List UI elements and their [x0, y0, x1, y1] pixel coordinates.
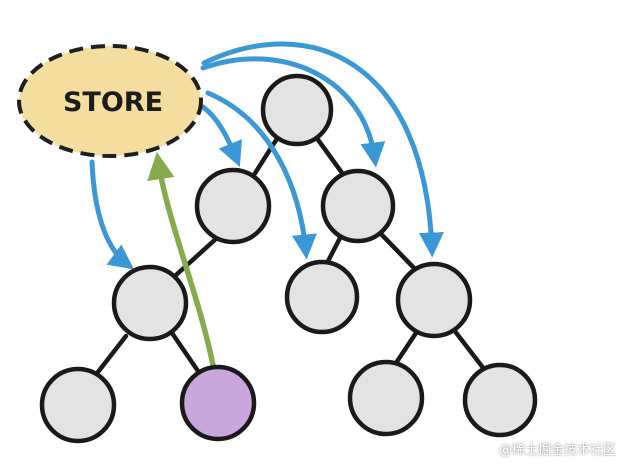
edge-leftleft-leaf2	[169, 330, 203, 377]
edge-right-rightright	[379, 232, 417, 271]
node-leaf-3	[347, 359, 425, 437]
edge-leftleft-leaf1	[95, 333, 129, 375]
arrow-store-to-node-left	[89, 159, 135, 270]
store-shape	[17, 44, 203, 158]
node-level2-mid	[284, 259, 360, 335]
node-leaf-4	[462, 362, 538, 438]
node-level1-left	[194, 167, 272, 245]
arrow-store-to-node-mid	[205, 90, 317, 260]
edge-left-leftleft	[173, 234, 221, 278]
edge-root-right	[313, 134, 348, 180]
node-level1-right	[320, 168, 396, 244]
node-level2-left	[111, 264, 189, 342]
node-root	[260, 73, 334, 147]
watermark-text: @稀土掘金技术社区	[498, 443, 616, 458]
node-leaf-highlighted	[179, 364, 257, 442]
edge-root-left	[249, 134, 281, 181]
arrow-store-to-node-level1-left	[200, 104, 242, 167]
tree-edges	[95, 134, 487, 377]
edge-rightright-leaf4	[451, 327, 487, 372]
arrow-store-to-node-rightright	[201, 41, 444, 258]
edge-rightright-leaf3	[393, 327, 421, 366]
store-update-arrows	[89, 41, 444, 270]
arrow-store-to-node-level1-right	[200, 56, 386, 168]
tree-nodes	[39, 73, 538, 444]
node-leaf-1	[39, 366, 117, 444]
store-label: STORE	[63, 87, 163, 118]
arrow-component-to-store	[147, 151, 216, 368]
store: STORE	[17, 44, 203, 158]
node-level2-right	[395, 261, 473, 339]
